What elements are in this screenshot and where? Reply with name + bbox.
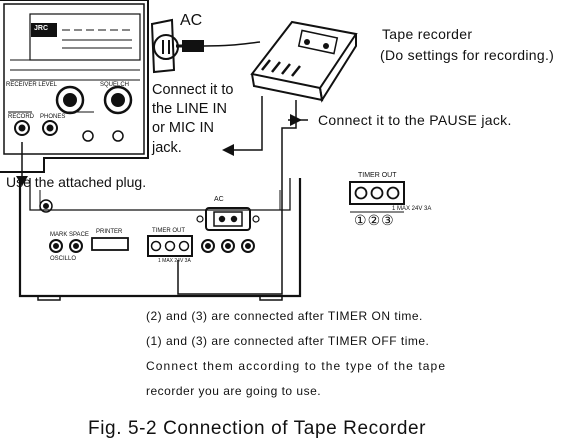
rear-timer-out-label: TIMER OUT	[152, 228, 185, 234]
display-segments	[10, 29, 140, 81]
mark-jack	[49, 239, 63, 253]
ac-socket	[205, 207, 251, 231]
rear-panel	[18, 178, 302, 301]
oscillo-label: OSCILLO	[50, 256, 77, 262]
rear-rating-label: 1 MAX 24V 3A	[158, 258, 191, 264]
receiver-level-knob	[55, 85, 85, 115]
timer-out-terminal	[147, 235, 193, 257]
timer-out-detail	[349, 181, 405, 213]
line-in-cable	[234, 96, 263, 151]
rear-screw	[39, 199, 53, 213]
squelch-label: SQUELCH	[100, 82, 130, 88]
connect-line-in-3: or MIC IN	[152, 120, 215, 136]
note-line-3: Connect them according to the type of th…	[146, 359, 447, 373]
rear-ac-label: AC	[214, 196, 224, 203]
connect-pause-label: Connect it to the PAUSE jack.	[318, 112, 512, 128]
note-line-2: (1) and (3) are connected after TIMER OF…	[146, 334, 430, 348]
rear-jack-1	[201, 239, 215, 253]
note-line-1: (2) and (3) are connected after TIMER ON…	[146, 309, 423, 323]
rear-jack-2	[221, 239, 235, 253]
tape-recorder-note: (Do settings for recording.)	[380, 47, 555, 63]
ac-power-cable	[176, 40, 261, 52]
phones-label: PHONES	[40, 114, 66, 120]
receiver-front-panel	[0, 0, 149, 173]
terminal-1: ①	[354, 212, 368, 228]
figure-caption: Fig. 5-2 Connection of Tape Recorder	[88, 418, 427, 439]
ac-label: AC	[180, 12, 203, 29]
level-label: RECEIVER LEVEL	[6, 82, 58, 88]
connect-line-in-2: the LINE IN	[152, 101, 227, 117]
line-in-arrow	[222, 144, 234, 156]
jrc-logo-box	[31, 23, 57, 37]
attached-plug-arrow	[16, 176, 28, 186]
connect-line-in-4: jack.	[152, 140, 182, 156]
timer-rating-label: 1 MAX 24V 3A	[392, 206, 432, 212]
timer-out-label: TIMER OUT	[358, 172, 397, 179]
note-line-4: recorder you are going to use.	[146, 384, 322, 398]
tape-recorder	[250, 20, 358, 103]
printer-connector	[91, 237, 129, 251]
knob-small	[82, 130, 94, 142]
space-jack	[69, 239, 83, 253]
printer-label: PRINTER	[96, 229, 123, 235]
terminal-3: ③	[381, 212, 395, 228]
attached-plug-label: Use the attached plug.	[6, 174, 147, 190]
rear-jack-3	[241, 239, 255, 253]
knob-small-2	[112, 130, 124, 142]
terminal-2: ②	[367, 212, 382, 228]
mark-space-label: MARK SPACE	[50, 232, 89, 238]
ac-outlet	[150, 18, 179, 74]
connect-line-in-1: Connect it to	[152, 82, 234, 98]
pause-cable	[177, 100, 297, 295]
logo-text: JRC	[34, 25, 49, 32]
terminal-numbers: ①②③	[354, 212, 395, 229]
squelch-knob	[103, 85, 133, 115]
phones-jack	[42, 120, 58, 136]
record-jack	[14, 120, 30, 136]
record-label: RECORD	[8, 114, 35, 120]
tape-recorder-label: Tape recorder	[382, 26, 473, 42]
